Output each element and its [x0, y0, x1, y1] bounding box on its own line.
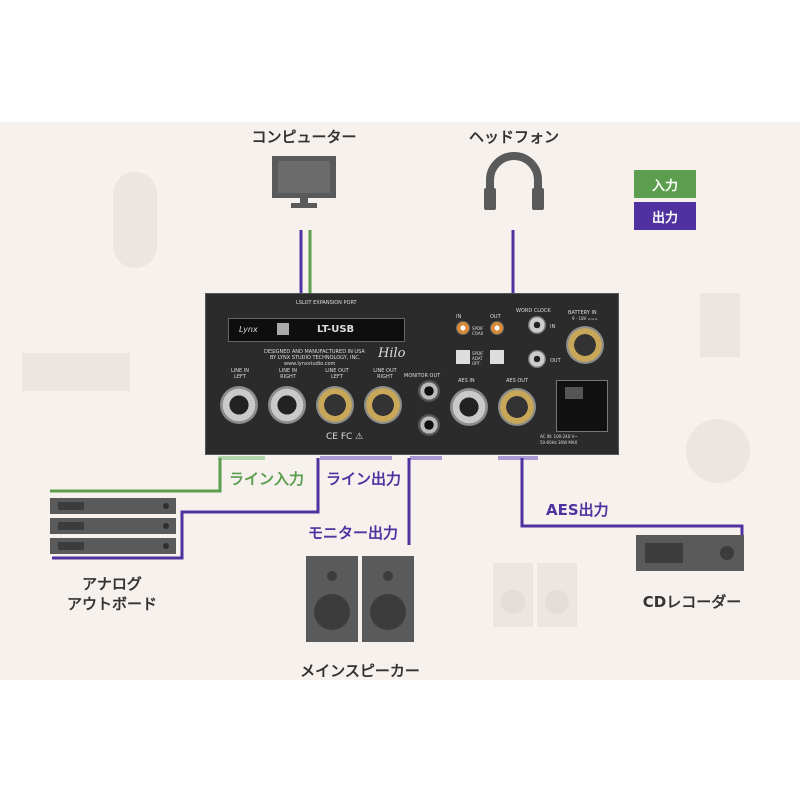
line-in-right-xlr-jack[interactable]	[268, 386, 306, 424]
faded-woofer-shape	[501, 590, 525, 614]
line-in-right-label: LINE IN RIGHT	[279, 368, 297, 380]
line-out-right-label: LINE OUT RIGHT	[373, 368, 397, 380]
line-out-left-xlr-jack[interactable]	[316, 386, 354, 424]
lt-usb-card: Lynx LT-USB	[228, 318, 405, 342]
line-out-right-xlr-jack[interactable]	[364, 386, 402, 424]
computer-label: コンピューター	[251, 128, 357, 146]
optical-in-port[interactable]	[456, 350, 470, 364]
spdif-coax-in-jack[interactable]	[456, 321, 470, 335]
faded-device-shape	[113, 172, 157, 268]
spdif-adat-label: SPDIF ADAT OPT.	[472, 351, 484, 366]
aes-out-connection-label: AES出力	[546, 501, 609, 519]
faded-device-shape	[22, 353, 130, 391]
cd-recorder-label: CDレコーダー	[642, 593, 742, 611]
usb-port-icon[interactable]	[277, 323, 289, 335]
battery-voltage-label: 9 - 18V ===	[572, 316, 598, 321]
word-clock-in-bnc[interactable]	[528, 316, 546, 334]
faded-device-shape	[686, 419, 750, 483]
expansion-port-label: LSLOT EXPANSION PORT	[296, 300, 357, 306]
connection-lines	[50, 230, 744, 560]
line-in-path	[50, 458, 222, 493]
ac-spec-label: 50-60Hz 30W MAX	[540, 440, 578, 445]
legend-output-badge: 出力	[634, 202, 696, 230]
analog-outboard-label-line1: アナログ	[82, 575, 142, 593]
designed-label: DESIGNED AND MANUFACTURED IN USA	[264, 349, 365, 355]
faded-woofer-shape	[545, 590, 569, 614]
legend-input-badge: 入力	[634, 170, 696, 198]
faded-device-shape	[700, 293, 740, 357]
word-clock-in-label: IN	[550, 324, 556, 330]
monitor-out-left-jack[interactable]	[418, 380, 440, 402]
computer-icon	[272, 156, 336, 208]
monitor-out-connection-label: モニター出力	[308, 524, 399, 542]
card-name-label: LT-USB	[317, 324, 355, 335]
word-clock-out-bnc[interactable]	[528, 350, 546, 368]
monitor-out-right-jack[interactable]	[418, 414, 440, 436]
battery-in-label: BATTERY IN	[568, 310, 597, 316]
brand-label: Lynx	[239, 325, 258, 334]
aes-out-label: AES OUT	[506, 378, 528, 384]
website-label: www.lynxstudio.com	[284, 361, 336, 367]
word-clock-label: WORD CLOCK	[516, 308, 551, 314]
optical-out-port[interactable]	[490, 350, 504, 364]
line-out-path	[52, 458, 320, 560]
line-out-connection-label: ライン出力	[326, 470, 402, 488]
power-switch[interactable]	[565, 387, 583, 399]
cd-recorder-icon	[636, 535, 744, 571]
line-in-connection-label: ライン入力	[229, 470, 305, 488]
headphones-icon	[484, 152, 544, 210]
analog-outboard-label-line2: アウトボード	[66, 595, 158, 613]
spdif-coax-out-jack[interactable]	[490, 321, 504, 335]
aes-out-xlr-jack[interactable]	[498, 388, 536, 426]
line-out-left-label: LINE OUT LEFT	[325, 368, 349, 380]
analog-outboard-icon	[50, 498, 176, 554]
spdif-out-label: OUT	[490, 314, 501, 320]
monitor-out-label: MONITOR OUT	[404, 373, 441, 379]
hilo-rear-panel: LSLOT EXPANSION PORT Lynx LT-USB DESIGNE…	[205, 293, 619, 455]
aes-out-path	[520, 458, 744, 535]
ac-in-label: AC IN: 100-240 V~	[540, 434, 578, 439]
aes-in-xlr-jack[interactable]	[450, 388, 488, 426]
battery-in-xlr-jack[interactable]	[566, 326, 604, 364]
word-clock-out-label: OUT	[550, 358, 561, 364]
line-in-left-label: LINE IN LEFT	[231, 368, 249, 380]
ac-power-inlet[interactable]	[556, 380, 608, 432]
model-label: Hilo	[378, 346, 406, 361]
by-label: BY LYNX STUDIO TECHNOLOGY, INC.	[270, 355, 361, 361]
main-speakers-icon	[306, 556, 414, 642]
spdif-coax-label: SPDIF COAX	[472, 326, 484, 336]
aes-in-label: AES IN	[458, 378, 475, 384]
main-speakers-label: メインスピーカー	[300, 662, 420, 680]
cert-marks: CE FC ⚠	[326, 432, 364, 442]
headphones-label: ヘッドフォン	[468, 128, 560, 146]
spdif-in-label: IN	[456, 314, 462, 320]
line-in-left-xlr-jack[interactable]	[220, 386, 258, 424]
